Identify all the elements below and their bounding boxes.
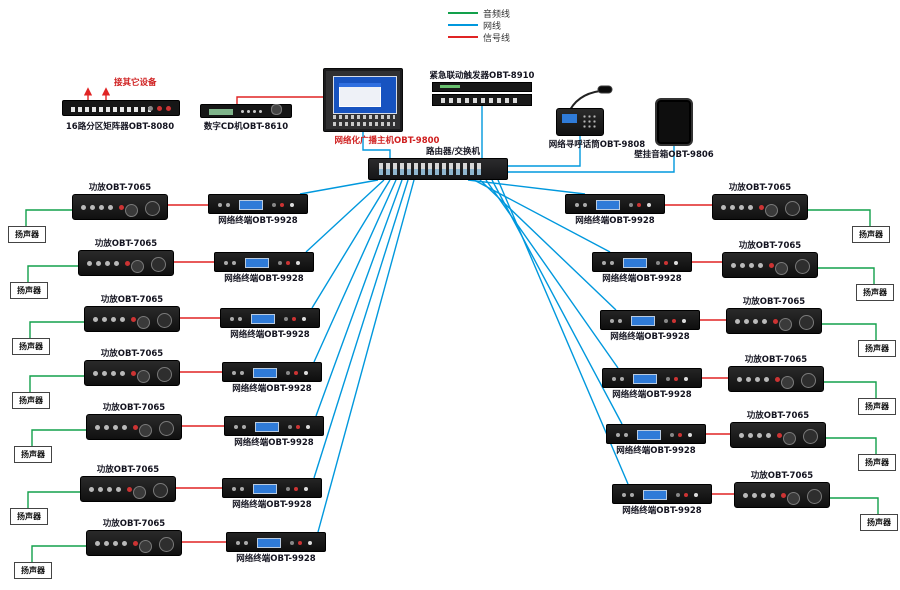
signal-line-key-icon — [448, 36, 478, 38]
speaker-box: 扬声器 — [14, 446, 52, 463]
network-terminal-device — [602, 368, 702, 388]
amplifier-device — [728, 366, 824, 392]
speaker-box: 扬声器 — [860, 514, 898, 531]
amplifier-label: 功放OBT-7065 — [96, 465, 160, 475]
legend-label-audio: 音频线 — [483, 9, 511, 20]
network-terminal-label: 网络终端OBT-9928 — [612, 390, 692, 400]
trigger-device — [432, 82, 532, 106]
speaker-box: 扬声器 — [858, 454, 896, 471]
broadcast-host-label: 网络化广播主机OBT-9800 — [334, 136, 440, 146]
audio-lines — [25, 209, 879, 562]
cd-player-label: 数字CD机OBT-8610 — [203, 122, 289, 132]
paging-mic-device — [556, 84, 620, 136]
matrix-device — [62, 100, 180, 116]
amplifier-label: 功放OBT-7065 — [728, 183, 792, 193]
network-terminal-device — [592, 252, 692, 272]
network-terminal-device — [600, 310, 700, 330]
network-terminal-device — [220, 308, 320, 328]
speaker-box: 扬声器 — [14, 562, 52, 579]
host-screen — [333, 76, 397, 114]
amplifier-device — [80, 476, 176, 502]
amplifier-device — [734, 482, 830, 508]
network-terminal-device — [612, 484, 712, 504]
network-terminal-label: 网络终端OBT-9928 — [622, 506, 702, 516]
wall-speaker-label: 壁挂音箱OBT-9806 — [634, 150, 714, 160]
amplifier-device — [86, 530, 182, 556]
network-terminal-device — [214, 252, 314, 272]
speaker-box: 扬声器 — [12, 392, 50, 409]
network-terminal-label: 网络终端OBT-9928 — [224, 274, 304, 284]
network-switch-label: 路由器/交换机 — [425, 147, 481, 157]
amplifier-label: 功放OBT-7065 — [738, 241, 802, 251]
broadcast-host-device — [323, 68, 403, 132]
amplifier-device — [86, 414, 182, 440]
network-terminal-label: 网络终端OBT-9928 — [218, 216, 298, 226]
speaker-box: 扬声器 — [10, 508, 48, 525]
network-terminal-device — [606, 424, 706, 444]
amplifier-device — [72, 194, 168, 220]
network-terminal-label: 网络终端OBT-9928 — [230, 330, 310, 340]
speaker-box: 扬声器 — [858, 340, 896, 357]
speaker-box: 扬声器 — [852, 226, 890, 243]
wall-speaker-device — [655, 98, 693, 146]
amplifier-label: 功放OBT-7065 — [100, 295, 164, 305]
matrix-label: 16路分区矩阵器OBT-8080 — [65, 122, 175, 132]
amplifier-device — [722, 252, 818, 278]
legend-row-network: 网线 — [448, 19, 510, 32]
mic-base — [556, 108, 604, 136]
network-terminal-device — [222, 478, 322, 498]
host-buttons — [333, 115, 395, 126]
network-terminal-label: 网络终端OBT-9928 — [232, 500, 312, 510]
network-terminal-device — [208, 194, 308, 214]
network-terminal-label: 网络终端OBT-9928 — [602, 274, 682, 284]
amplifier-label: 功放OBT-7065 — [746, 411, 810, 421]
amplifier-device — [84, 306, 180, 332]
legend-label-signal: 信号线 — [483, 33, 511, 44]
legend-row-audio: 音频线 — [448, 7, 511, 20]
amplifier-device — [84, 360, 180, 386]
amplifier-label: 功放OBT-7065 — [100, 349, 164, 359]
amplifier-device — [78, 250, 174, 276]
audio-line-key-icon — [448, 12, 478, 14]
signal-lines — [83, 87, 734, 543]
amplifier-label: 功放OBT-7065 — [742, 297, 806, 307]
amplifier-device — [726, 308, 822, 334]
speaker-box: 扬声器 — [12, 338, 50, 355]
speaker-box: 扬声器 — [858, 398, 896, 415]
network-terminal-label: 网络终端OBT-9928 — [232, 384, 312, 394]
paging-mic-label: 网络寻呼话筒OBT-9808 — [548, 140, 646, 150]
legend: 音频线 网线 信号线 — [448, 7, 511, 44]
amplifier-label: 功放OBT-7065 — [88, 183, 152, 193]
speaker-box: 扬声器 — [10, 282, 48, 299]
matrix-note: 接其它设备 — [114, 78, 157, 88]
speaker-box: 扬声器 — [856, 284, 894, 301]
amplifier-label: 功放OBT-7065 — [94, 239, 158, 249]
network-terminal-label: 网络终端OBT-9928 — [236, 554, 316, 564]
cd-player-device — [200, 104, 292, 118]
legend-label-network: 网线 — [483, 21, 502, 32]
speaker-box: 扬声器 — [8, 226, 46, 243]
amplifier-label: 功放OBT-7065 — [744, 355, 808, 365]
trigger-label: 紧急联动触发器OBT-8910 — [429, 71, 535, 81]
amplifier-label: 功放OBT-7065 — [102, 403, 166, 413]
amplifier-device — [730, 422, 826, 448]
network-terminal-label: 网络终端OBT-9928 — [616, 446, 696, 456]
legend-row-signal: 信号线 — [448, 31, 511, 44]
network-terminal-label: 网络终端OBT-9928 — [234, 438, 314, 448]
network-terminal-device — [224, 416, 324, 436]
amplifier-label: 功放OBT-7065 — [102, 519, 166, 529]
network-terminal-label: 网络终端OBT-9928 — [610, 332, 690, 342]
network-terminal-device — [565, 194, 665, 214]
network-switch-device — [368, 158, 508, 180]
network-terminal-device — [222, 362, 322, 382]
amplifier-device — [712, 194, 808, 220]
network-lines — [299, 106, 675, 533]
trigger-display — [440, 85, 460, 88]
amplifier-label: 功放OBT-7065 — [750, 471, 814, 481]
network-terminal-label: 网络终端OBT-9928 — [575, 216, 655, 226]
network-line-key-icon — [448, 24, 478, 26]
network-terminal-device — [226, 532, 326, 552]
